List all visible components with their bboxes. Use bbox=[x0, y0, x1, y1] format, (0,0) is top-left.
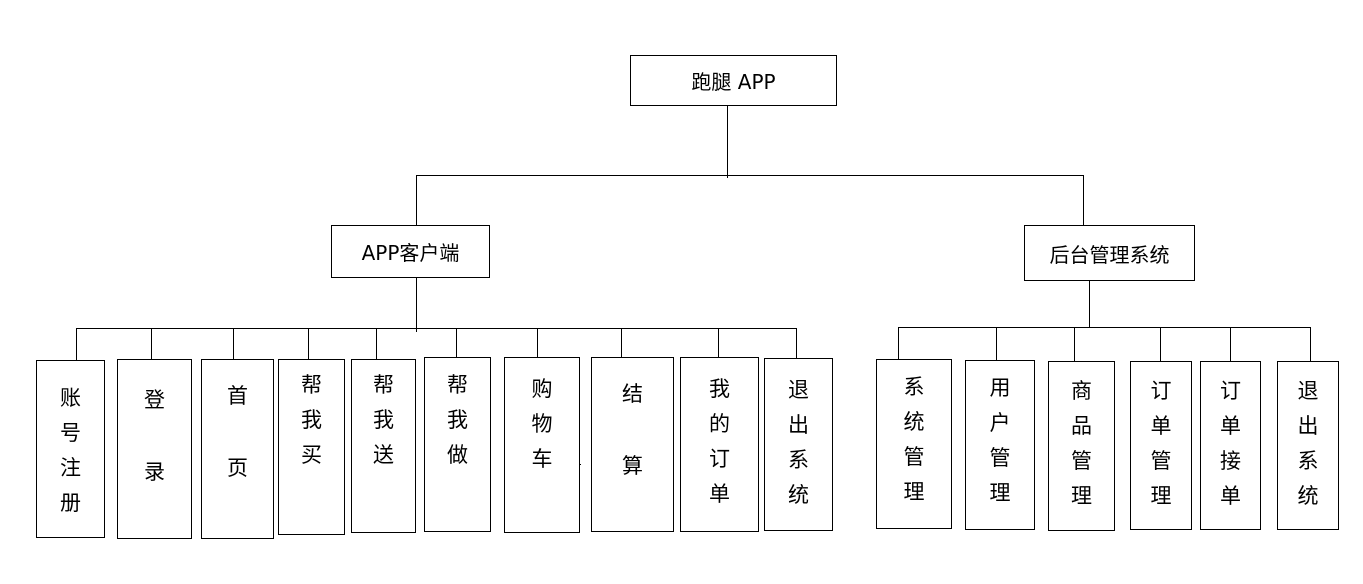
module-label: 退出系统 bbox=[788, 373, 809, 513]
module-label-char: 购 bbox=[531, 377, 553, 401]
module-label-char: 我 bbox=[709, 377, 730, 401]
module-label-char: 单 bbox=[1150, 414, 1172, 438]
module-label-char: 单 bbox=[1220, 484, 1241, 508]
module-user-management: 用户管理 bbox=[965, 360, 1035, 530]
module-home: 首页 bbox=[201, 359, 274, 539]
module-label-char: 退 bbox=[788, 378, 809, 402]
module-label-char: 的 bbox=[709, 412, 730, 436]
module-label-char: 管 bbox=[903, 445, 925, 469]
module-label-char: 送 bbox=[373, 443, 394, 467]
module-label-char: 账 bbox=[60, 386, 81, 410]
module-label-char: 做 bbox=[447, 443, 468, 467]
module-label-char: 系 bbox=[788, 448, 809, 472]
module-label: 订单接单 bbox=[1220, 374, 1241, 514]
client-branch-label: APP客户端 bbox=[361, 241, 460, 265]
root-label: 跑腿 APP bbox=[691, 70, 776, 94]
module-order-accept: 订单接单 bbox=[1200, 361, 1261, 530]
module-label-char: 算 bbox=[622, 454, 643, 478]
module-label-char: 订 bbox=[709, 447, 730, 471]
module-label: 系统管理 bbox=[904, 370, 925, 510]
module-label: 我的订单 bbox=[709, 372, 730, 512]
module-label: 帮我做 bbox=[447, 368, 468, 473]
module-do-for-me: 帮我做 bbox=[424, 357, 491, 532]
module-label: 登录 bbox=[144, 382, 165, 490]
module-label-char: 理 bbox=[903, 480, 925, 504]
module-label-char: 品 bbox=[1071, 414, 1092, 438]
module-label-char: 系 bbox=[1297, 449, 1319, 473]
client-branch-node: APP客户端 bbox=[331, 225, 490, 278]
module-label: 退出系统 bbox=[1298, 374, 1319, 514]
module-label-char: 理 bbox=[989, 481, 1011, 505]
module-label-char: 帮 bbox=[373, 373, 394, 397]
module-label-char: 户 bbox=[989, 411, 1011, 435]
module-system-management: 系统管理 bbox=[876, 359, 952, 529]
module-label-char: 录 bbox=[144, 460, 165, 484]
module-label: 帮我送 bbox=[373, 368, 394, 473]
module-label-char: 接 bbox=[1220, 449, 1241, 473]
module-label: 用户管理 bbox=[990, 371, 1011, 511]
module-account-register: 账号注册 bbox=[36, 360, 105, 538]
module-label-char: 册 bbox=[60, 491, 81, 515]
module-label-char: 单 bbox=[709, 482, 730, 506]
module-label-char: 管 bbox=[989, 446, 1011, 470]
module-label-char: 登 bbox=[144, 388, 165, 412]
module-label: 结算 bbox=[622, 376, 643, 484]
module-label-char: 物 bbox=[531, 412, 553, 436]
module-label-char: 买 bbox=[301, 443, 322, 467]
module-label: 帮我买 bbox=[301, 368, 322, 473]
module-label: 账号注册 bbox=[60, 381, 81, 521]
module-label-char: 帮 bbox=[447, 373, 468, 397]
module-login: 登录 bbox=[117, 359, 192, 539]
module-label-char: 商 bbox=[1071, 379, 1092, 403]
module-label-char: 管 bbox=[1150, 449, 1172, 473]
module-label-char: 退 bbox=[1297, 379, 1319, 403]
module-label-char: 我 bbox=[301, 408, 322, 432]
module-label-char: 理 bbox=[1071, 484, 1092, 508]
module-order-management: 订单管理 bbox=[1130, 361, 1192, 530]
module-label-char: 用 bbox=[989, 376, 1011, 400]
module-label-char: 注 bbox=[60, 456, 81, 480]
module-buy-for-me: 帮我买 bbox=[278, 359, 345, 535]
module-label-char: 订 bbox=[1220, 379, 1241, 403]
module-shopping-cart: 购物车 bbox=[504, 357, 580, 533]
module-label: 购物车 bbox=[532, 372, 553, 477]
module-label-char: 结 bbox=[622, 382, 643, 406]
module-logout-admin: 退出系统 bbox=[1277, 361, 1339, 530]
module-label-char: 出 bbox=[1297, 414, 1319, 438]
module-logout-client: 退出系统 bbox=[764, 358, 833, 531]
module-label: 订单管理 bbox=[1151, 374, 1172, 514]
module-label-char: 号 bbox=[60, 421, 81, 445]
module-label-char: 帮 bbox=[301, 373, 322, 397]
module-label-char: 管 bbox=[1071, 449, 1092, 473]
root-node: 跑腿 APP bbox=[630, 55, 837, 106]
module-label-char: 统 bbox=[903, 410, 925, 434]
module-label: 首页 bbox=[227, 378, 248, 486]
module-label: 商品管理 bbox=[1071, 374, 1092, 514]
module-label-char: 订 bbox=[1150, 379, 1172, 403]
module-label-char: 单 bbox=[1220, 414, 1241, 438]
module-my-orders: 我的订单 bbox=[680, 357, 759, 532]
module-label-char: 理 bbox=[1150, 484, 1172, 508]
module-product-management: 商品管理 bbox=[1048, 361, 1115, 531]
module-checkout: 结算 bbox=[591, 357, 674, 532]
module-label-char: 我 bbox=[447, 408, 468, 432]
module-label-char: 首 bbox=[227, 384, 248, 408]
module-label-char: 页 bbox=[227, 456, 248, 480]
module-deliver-for-me: 帮我送 bbox=[351, 359, 416, 533]
module-label-char: 统 bbox=[1297, 484, 1319, 508]
module-label-char: 车 bbox=[531, 447, 553, 471]
module-label-char: 系 bbox=[903, 375, 925, 399]
module-label-char: 统 bbox=[788, 483, 809, 507]
module-label-char: 出 bbox=[788, 413, 809, 437]
admin-branch-node: 后台管理系统 bbox=[1024, 225, 1195, 281]
admin-branch-label: 后台管理系统 bbox=[1049, 242, 1170, 267]
module-label-char: 我 bbox=[373, 408, 394, 432]
